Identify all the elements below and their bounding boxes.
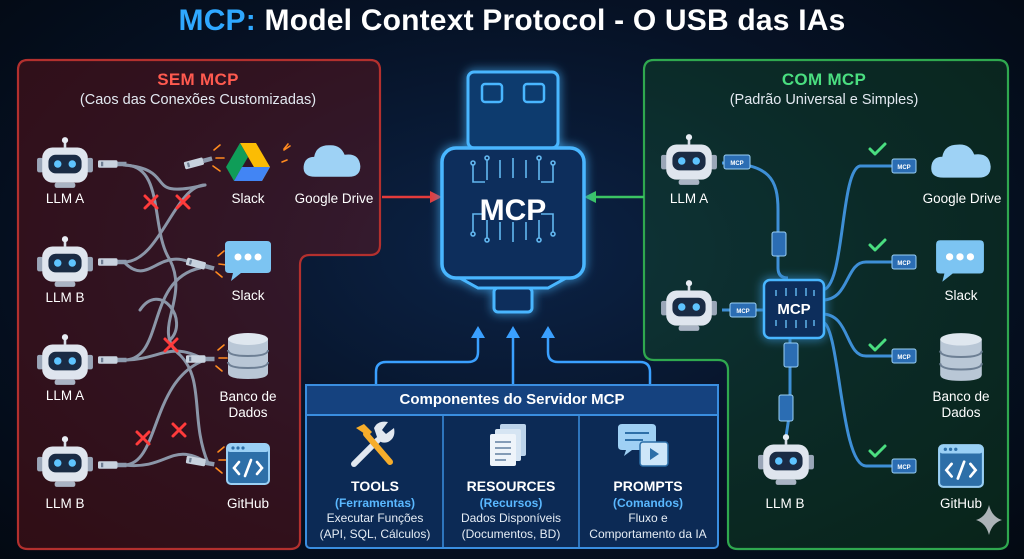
tangled-cables	[122, 163, 210, 468]
code-icon	[937, 443, 985, 489]
component-tools: TOOLS (Ferramentas) Executar Funções (AP…	[309, 478, 441, 542]
llm-label: LLM B	[45, 290, 85, 305]
sem-mcp-title: SEM MCP	[157, 70, 239, 89]
svg-text:MCP: MCP	[897, 355, 910, 361]
service-label: Google Drive	[294, 191, 374, 206]
component-desc: (API, SQL, Cálculos)	[319, 527, 431, 541]
service-label: Banco de Dados	[219, 389, 277, 420]
title-rest: Model Context Protocol - O USB das IAs	[255, 4, 846, 37]
mcp-plugs: MCP MCP MCP MCP MCP MCP	[723, 154, 917, 474]
component-title: TOOLS	[351, 478, 399, 494]
mcp-hub	[762, 278, 826, 340]
com-mcp-panel	[642, 58, 1010, 551]
circuit-traces	[470, 155, 556, 243]
components-heading: Componentes do Servidor MCP	[399, 391, 625, 408]
llm-label: LLM A	[45, 191, 85, 206]
svg-text:MCP: MCP	[897, 465, 910, 471]
sem-mcp-subtitle: (Caos das Conexões Customizadas)	[79, 92, 317, 108]
sparkle-icon	[976, 505, 1002, 535]
com-mcp-subtitle: (Padrão Universal e Simples)	[729, 92, 919, 108]
llm-label: LLM A	[669, 191, 709, 206]
red-arrow	[382, 191, 442, 203]
component-subtitle: (Recursos)	[479, 496, 543, 510]
service-label: Banco de Dados	[932, 389, 990, 420]
usb-label: MCP	[479, 194, 547, 227]
tools-icon	[351, 421, 395, 467]
svg-text:MCP: MCP	[897, 261, 910, 267]
hub-label: MCP	[777, 301, 811, 318]
chat-bubbles-icon	[618, 424, 669, 467]
service-label: Slack	[231, 288, 265, 303]
service-label: Google Drive	[922, 191, 1002, 206]
component-title: PROMPTS	[613, 478, 683, 494]
llm-label: LLM B	[45, 496, 85, 511]
component-prompts: PROMPTS (Comandos) Fluxo e Comportamento…	[580, 478, 716, 542]
service-label: GitHub	[226, 496, 270, 511]
check-icon	[868, 142, 887, 458]
database-icon	[227, 332, 269, 380]
database-icon	[939, 332, 983, 382]
svg-text:MCP: MCP	[897, 165, 910, 171]
svg-text:MCP: MCP	[736, 309, 749, 315]
title-accent: MCP:	[178, 4, 256, 37]
green-arrow	[584, 191, 644, 203]
component-arrows	[374, 336, 652, 385]
component-title: RESOURCES	[466, 478, 556, 494]
sem-mcp-heading: SEM MCP (Caos das Conexões Customizadas)	[28, 70, 368, 108]
component-desc: Comportamento da IA	[589, 527, 707, 541]
component-desc: (Documentos, BD)	[461, 527, 561, 541]
com-mcp-title: COM MCP	[781, 70, 867, 89]
usb-connector	[440, 70, 586, 314]
service-label: Slack	[944, 288, 978, 303]
component-desc: Executar Funções	[326, 511, 424, 525]
component-subtitle: (Comandos)	[613, 496, 683, 510]
error-x-marks	[135, 194, 191, 446]
llm-label: LLM A	[45, 388, 85, 403]
spark-marks	[212, 143, 291, 474]
plug-label: MCP	[730, 161, 743, 167]
service-label: GitHub	[939, 496, 983, 511]
service-label: Slack	[231, 191, 265, 206]
llm-label: LLM B	[765, 496, 805, 511]
component-desc: Fluxo e	[628, 511, 668, 525]
page-title: MCP: Model Context Protocol - O USB das …	[0, 4, 1024, 38]
code-icon	[225, 442, 271, 486]
component-resources: RESOURCES (Recursos) Dados Disponíveis (…	[445, 478, 577, 542]
documents-icon	[490, 424, 526, 466]
component-subtitle: (Ferramentas)	[334, 496, 416, 510]
component-desc: Dados Disponíveis	[460, 511, 562, 525]
sem-mcp-panel	[16, 58, 382, 551]
com-mcp-heading: COM MCP (Padrão Universal e Simples)	[654, 70, 994, 108]
